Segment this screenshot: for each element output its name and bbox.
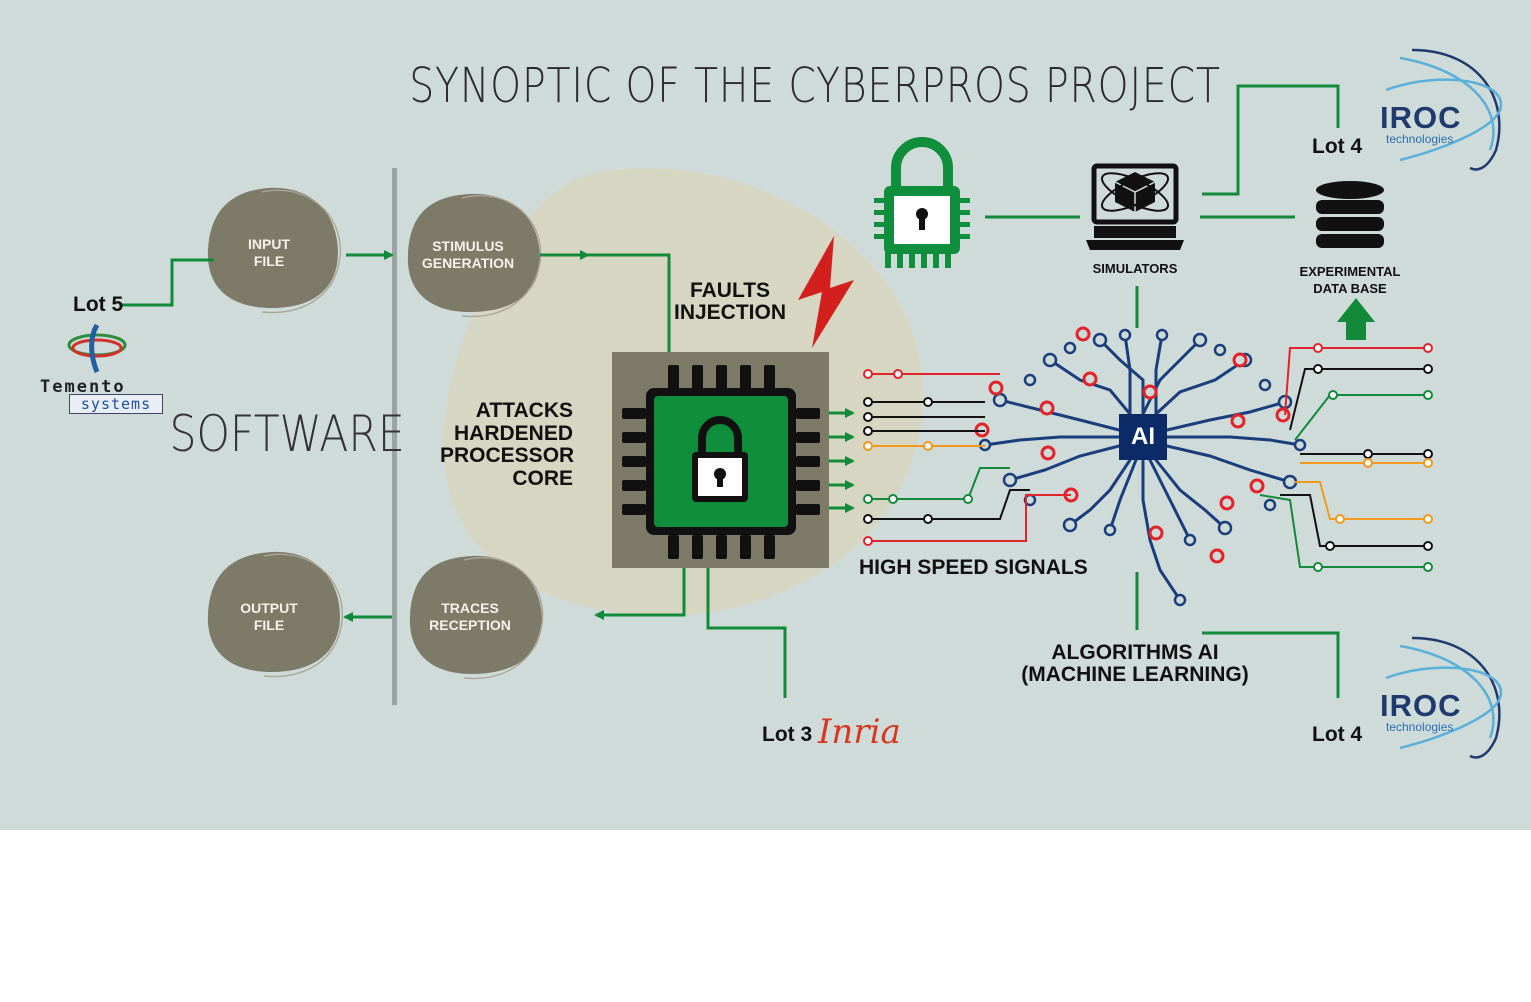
lot4-top-label: Lot 4 <box>1312 135 1363 158</box>
input-file-line1: INPUT <box>248 236 290 252</box>
blob-input-file <box>207 187 341 314</box>
ai-brain-circuit-icon <box>983 333 1302 602</box>
connector-chip-traces <box>640 568 686 617</box>
diagram-canvas <box>67 48 1503 759</box>
core-line1: ATTACKS <box>475 399 573 422</box>
circuit-nodes <box>978 328 1307 607</box>
algorithms-ai-line2: (MACHINE LEARNING) <box>1021 663 1249 687</box>
experimental-db-line1: EXPERIMENTAL <box>1299 264 1401 279</box>
connector-lot4-top <box>1202 84 1340 196</box>
inria-logo: Inria <box>818 712 901 752</box>
iroc-bottom-name: IROC <box>1380 688 1462 723</box>
input-file-line2: FILE <box>253 253 285 269</box>
lightning-icon <box>798 236 854 348</box>
output-file-line1: OUTPUT <box>240 600 298 616</box>
lot3-label: Lot 3 <box>762 723 813 746</box>
experimental-db-label: EXPERIMENTAL DATA BASE <box>1290 263 1410 297</box>
faults-injection-label: FAULTS INJECTION <box>670 279 790 325</box>
connector-lot3 <box>706 520 787 698</box>
iroc-logo-top-icon <box>1385 48 1503 171</box>
traces-reception-label: TRACES RECEPTION <box>410 600 530 634</box>
temento-swirl-icon <box>67 323 127 373</box>
software-label: SOFTWARE <box>169 405 405 463</box>
traces-line1: TRACES <box>441 600 499 616</box>
synoptic-diagram: SYNOPTIC OF THE CYBERPROS PROJECT SOFTWA… <box>0 0 1531 830</box>
blob-traces <box>409 555 544 680</box>
traces-line2: RECEPTION <box>429 617 511 633</box>
temento-logo: Temento systems <box>34 375 163 414</box>
iroc-top-name: IROC <box>1380 100 1462 135</box>
stimulus-line2: GENERATION <box>421 255 515 271</box>
high-speed-signals-label: HIGH SPEED SIGNALS <box>859 556 1088 579</box>
experimental-db-line2: DATA BASE <box>1313 281 1387 296</box>
temento-line1: Temento <box>40 377 126 397</box>
database-icon <box>1316 181 1384 248</box>
connector-lot5 <box>122 258 214 307</box>
up-arrow-icon <box>1337 298 1375 340</box>
algorithms-ai-label: ALGORITHMS AI (MACHINE LEARNING) <box>1010 641 1260 687</box>
diagram-title: SYNOPTIC OF THE CYBERPROS PROJECT <box>409 58 1221 114</box>
iroc-logo-top: IROC technologies <box>1372 50 1502 180</box>
iroc-logo-bottom: IROC technologies <box>1372 638 1502 768</box>
simulators-label: SIMULATORS <box>1092 261 1178 276</box>
iroc-bottom-sub: technologies <box>1386 720 1454 734</box>
output-file-label: OUTPUT FILE <box>209 600 329 634</box>
output-file-line2: FILE <box>253 617 285 633</box>
iroc-logo-bottom-icon <box>1385 636 1503 759</box>
stimulus-line1: STIMULUS <box>432 238 504 254</box>
lot5-label: Lot 5 <box>73 293 124 316</box>
core-line2: HARDENED <box>453 421 573 445</box>
algorithms-ai-line1: ALGORITHMS AI <box>1051 641 1219 664</box>
software-divider <box>392 168 397 705</box>
faults-line2: INJECTION <box>673 301 786 325</box>
stimulus-generation-label: STIMULUS GENERATION <box>408 238 528 272</box>
laptop-simulator-icon <box>1086 163 1184 250</box>
connector-stimulus-chip <box>588 253 671 352</box>
lock-processor-icon <box>612 352 829 568</box>
temento-line2: systems <box>69 394 163 414</box>
core-line4: CORE <box>512 466 573 490</box>
core-line3: PROCESSOR <box>440 444 575 467</box>
iroc-top-sub: technologies <box>1386 132 1454 146</box>
faults-line1: FAULTS <box>689 279 771 302</box>
lock-chip-icon <box>874 137 970 268</box>
processor-core-label: ATTACKS HARDENED PROCESSOR CORE <box>440 399 575 490</box>
ai-chip: AI <box>1119 414 1167 460</box>
connector-lot4-bottom <box>1202 631 1340 698</box>
input-file-label: INPUT FILE <box>209 236 329 270</box>
lot4-bottom-label: Lot 4 <box>1312 723 1363 746</box>
blob-output-file <box>207 551 343 678</box>
blob-stimulus <box>407 193 542 318</box>
